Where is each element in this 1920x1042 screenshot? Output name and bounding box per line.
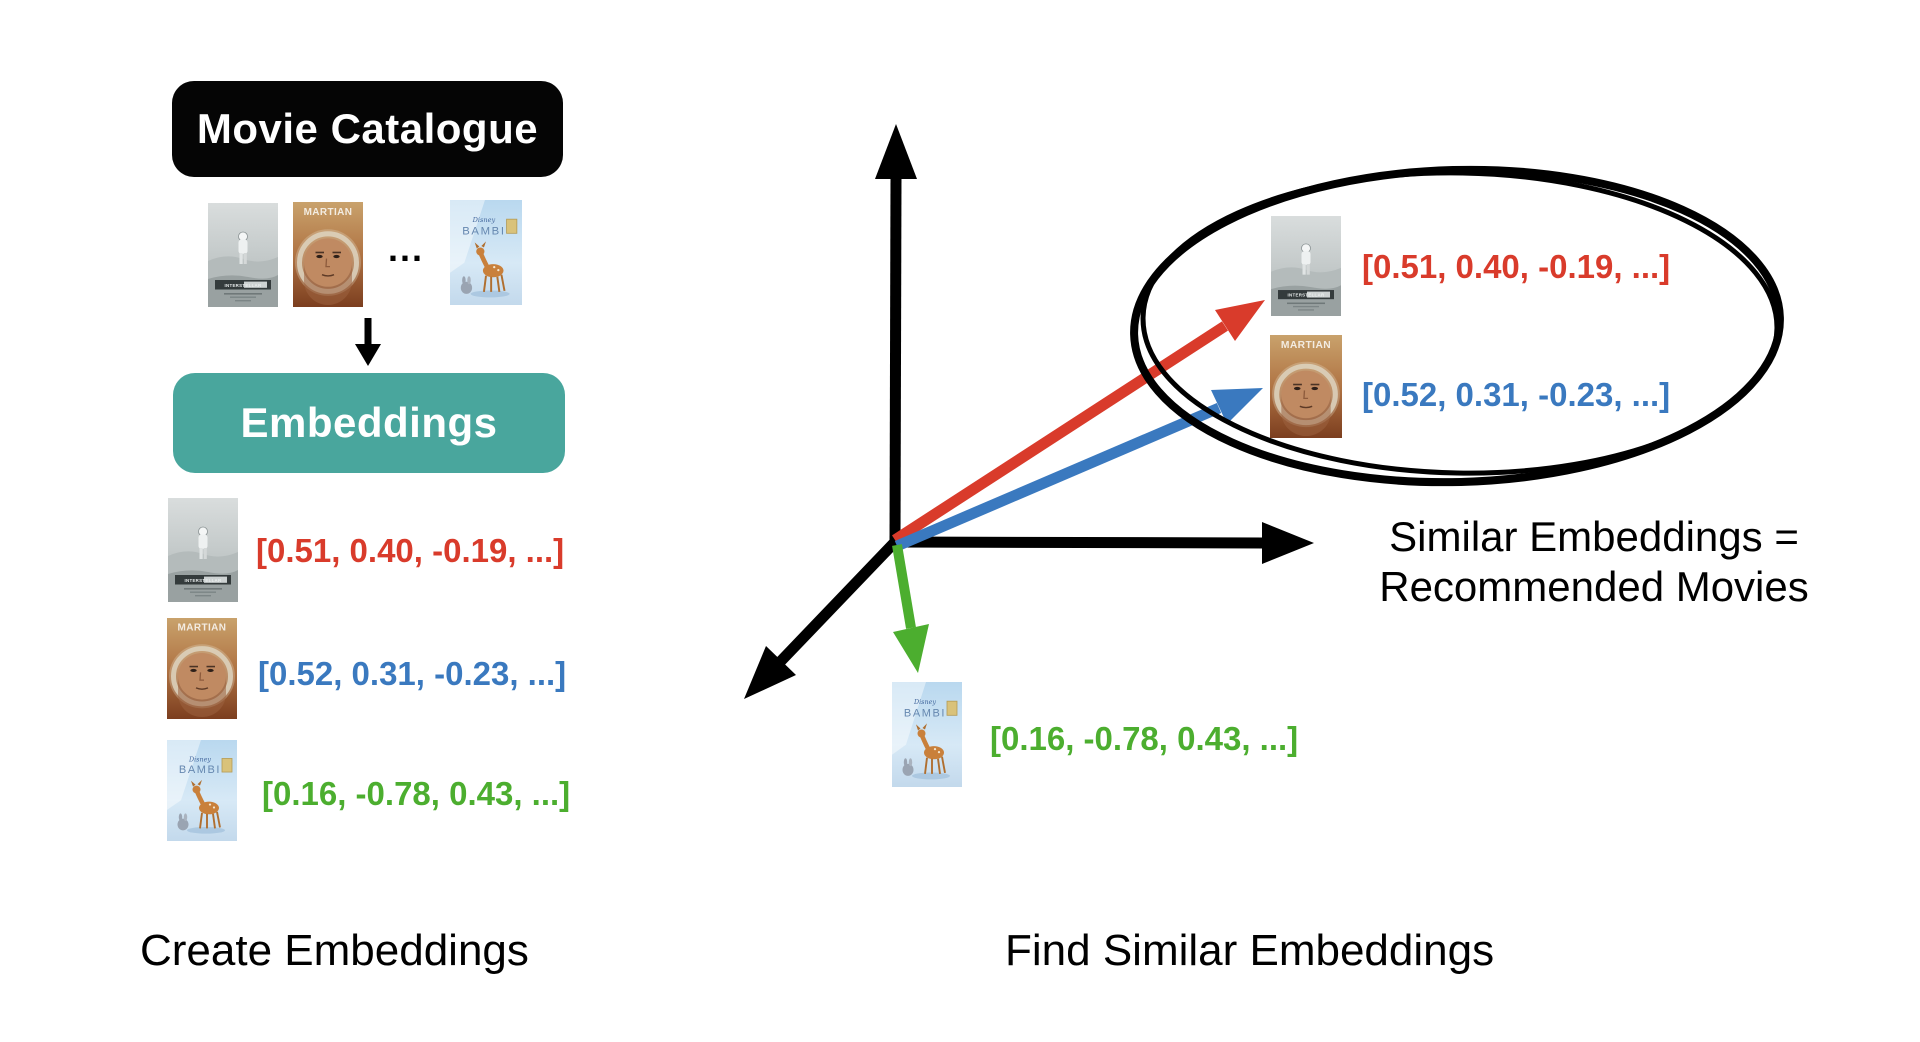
interstellar-poster <box>1271 216 1341 316</box>
movie-catalogue-label: Movie Catalogue <box>196 105 539 152</box>
similar-group-ellipse <box>1130 165 1784 487</box>
red-vector-arrow-icon <box>892 300 1265 545</box>
annotation-line-2: Recommended Movies <box>1379 563 1809 610</box>
similar-embeddings-annotation: Similar Embeddings = Recommended Movies <box>1378 512 1810 612</box>
left-caption: Create Embeddings <box>140 926 529 975</box>
interstellar-poster <box>208 203 278 307</box>
annotation-line-1: Similar Embeddings = <box>1389 513 1799 560</box>
movie-catalogue-box: Movie Catalogue <box>172 81 563 177</box>
interstellar-embedding-value: [0.51, 0.40, -0.19, ...] <box>1362 248 1671 285</box>
embeddings-label: Embeddings <box>240 399 498 446</box>
right-caption: Find Similar Embeddings <box>1005 926 1495 975</box>
embeddings-box: Embeddings <box>173 373 565 473</box>
bambi-poster <box>167 740 237 841</box>
blue-vector-arrow-icon <box>894 388 1263 552</box>
martian-poster <box>1270 335 1342 438</box>
bambi-embedding-value: [0.16, -0.78, 0.43, ...] <box>262 775 571 812</box>
z-axis-arrow-icon <box>744 538 899 699</box>
x-axis-arrow-icon <box>894 522 1314 564</box>
bambi-poster <box>892 682 962 787</box>
interstellar-embedding-value: [0.51, 0.40, -0.19, ...] <box>256 532 565 569</box>
y-axis-arrow-icon <box>875 124 917 543</box>
martian-poster <box>293 202 363 307</box>
down-arrow-icon <box>355 318 381 366</box>
bambi-poster <box>450 200 522 305</box>
interstellar-poster <box>168 498 238 602</box>
martian-embedding-value: [0.52, 0.31, -0.23, ...] <box>1362 376 1671 413</box>
martian-embedding-value: [0.52, 0.31, -0.23, ...] <box>258 655 567 692</box>
catalogue-ellipsis: ... <box>388 228 425 269</box>
green-vector-arrow-icon <box>892 544 929 673</box>
martian-poster <box>167 618 237 719</box>
bambi-embedding-value: [0.16, -0.78, 0.43, ...] <box>990 720 1299 757</box>
